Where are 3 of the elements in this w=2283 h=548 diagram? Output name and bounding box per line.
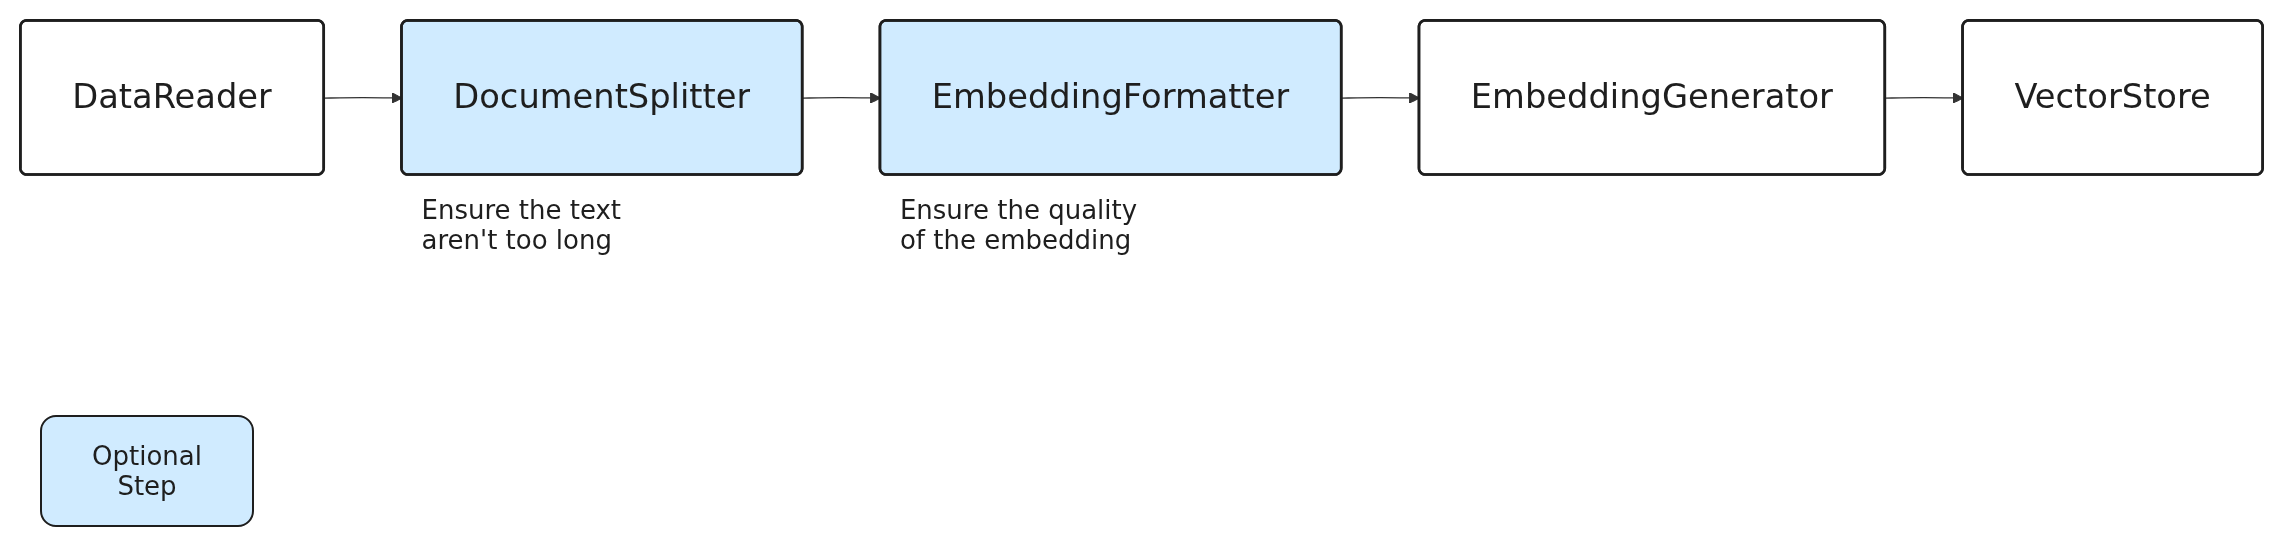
legend-text: Optional Step xyxy=(91,441,203,501)
note-text: Ensure the text aren't too long xyxy=(421,194,623,255)
note-text: Ensure the quality of the embedding xyxy=(899,194,1139,255)
